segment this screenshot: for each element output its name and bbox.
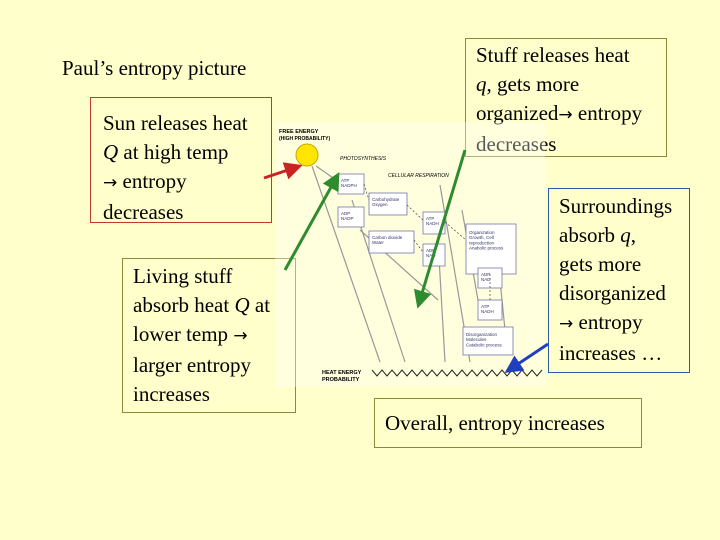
overall-box: Overall, entropy increases xyxy=(374,398,642,448)
overall-text: Overall, entropy increases xyxy=(385,411,605,435)
sun-line-3: → entropy xyxy=(103,169,187,193)
surroundings-arrow xyxy=(504,342,549,373)
sun-line-4: decreases xyxy=(103,200,184,224)
sun-line-2: Q at high temp xyxy=(103,140,229,164)
living-line-4: larger entropy xyxy=(133,353,251,377)
stuff-line-3: organized→ entropy xyxy=(476,101,643,125)
stuff-line-4: decreases xyxy=(476,132,557,156)
surroundings-box: Surroundings absorb q, gets more disorga… xyxy=(548,188,690,373)
stuff-line-2: q, gets more xyxy=(476,72,580,96)
surroundings-line-6: increases … xyxy=(559,341,663,365)
living-line-1: Living stuff xyxy=(133,264,233,288)
carbohydrate-box xyxy=(368,192,408,216)
carbon-dioxide-box xyxy=(368,230,415,254)
surroundings-line-3: gets more xyxy=(559,252,642,276)
right-arrow-icon: → xyxy=(103,173,118,193)
cellular-respiration-label: CELLULAR RESPIRATION xyxy=(388,173,449,179)
disorganization-box xyxy=(462,326,514,356)
right-arrow-icon: → xyxy=(559,314,574,334)
sun-line-1: Sun releases heat xyxy=(103,111,248,135)
photosynthesis-label: PHOTOSYNTHESIS xyxy=(340,156,387,162)
page-title: Paul’s entropy picture xyxy=(62,56,247,80)
organization-box xyxy=(465,223,517,275)
sun-box: Sun releases heat Q at high temp → entro… xyxy=(90,97,272,224)
sun-icon xyxy=(295,143,319,167)
living-line-2: absorb heat Q at xyxy=(133,293,271,317)
living-line-5: increases xyxy=(133,382,210,406)
stuff-arrow xyxy=(413,149,467,309)
heat-energy-label: HEAT ENERGY xyxy=(322,370,362,376)
living-box: Living stuff absorb heat Q at lower temp… xyxy=(122,258,296,413)
right-arrow-icon: → xyxy=(233,326,248,346)
atp-nadh-box xyxy=(422,211,446,235)
stuff-box: Stuff releases heat q, gets more organiz… xyxy=(465,38,667,157)
diagram-boxes xyxy=(337,173,517,356)
heat-energy-label-2: PROBABILITY xyxy=(322,377,360,383)
sun-arrow xyxy=(263,162,303,180)
living-line-3: lower temp → xyxy=(133,322,248,346)
living-arrow xyxy=(283,172,340,271)
dashed-flows xyxy=(363,183,491,300)
free-energy-label: FREE ENERGY xyxy=(279,129,319,135)
surroundings-line-4: disorganized xyxy=(559,281,666,305)
surroundings-line-5: → entropy xyxy=(559,310,643,334)
right-arrow-icon: → xyxy=(558,105,573,125)
surroundings-line-1: Surroundings xyxy=(559,194,673,218)
surroundings-line-2: absorb q, xyxy=(559,223,636,247)
free-energy-label-2: (HIGH PROBABILITY) xyxy=(279,136,330,142)
adp-nadp-box xyxy=(337,206,365,228)
stuff-line-1: Stuff releases heat xyxy=(476,43,630,67)
